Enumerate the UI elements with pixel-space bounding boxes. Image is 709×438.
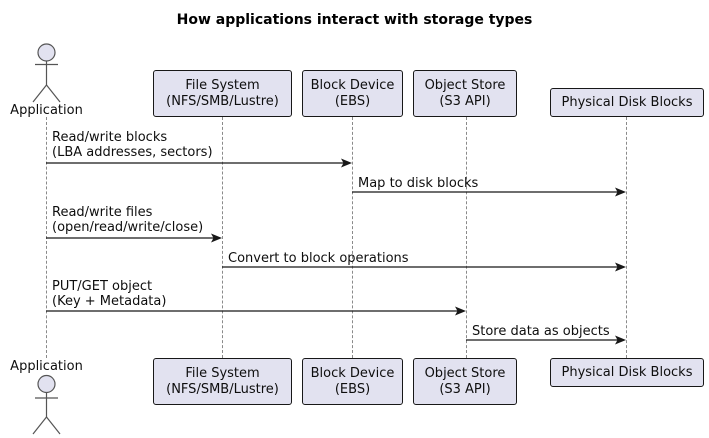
participant-sublabel: (S3 API) [439,381,491,397]
participant-label: File System [185,365,260,381]
message-label-2: Map to disk blocks [358,176,478,191]
actor-label-top: Application [10,103,83,118]
participant-sublabel: (NFS/SMB/Lustre) [166,381,279,397]
message-text: Read/write blocks [52,130,168,145]
message-text: Read/write files [52,205,153,220]
participant-box-file-system-top: File System (NFS/SMB/Lustre) [153,70,292,117]
participant-label: Block Device [310,77,395,93]
lifeline-file-system [222,117,223,358]
participant-label: Physical Disk Blocks [561,94,693,110]
message-label-1: Read/write blocks (LBA addresses, sector… [52,130,213,160]
participant-box-object-store-bottom: Object Store (S3 API) [413,358,517,405]
participant-label: Object Store [424,365,506,381]
participant-sublabel: (EBS) [334,381,371,397]
actor-figure-top [32,43,61,103]
participant-box-physical-disk-bottom: Physical Disk Blocks [550,358,704,387]
participant-box-file-system-bottom: File System (NFS/SMB/Lustre) [153,358,292,405]
participant-sublabel: (S3 API) [439,93,491,109]
lifeline-physical-disk [626,117,627,358]
message-text: Map to disk blocks [358,176,479,191]
message-text: Store data as objects [472,324,610,339]
participant-sublabel: (EBS) [334,93,371,109]
lifeline-object-store [466,117,467,358]
message-text: PUT/GET object [52,279,153,294]
lifeline-block-device [352,117,353,358]
actor-figure-bottom [32,374,61,435]
participant-box-physical-disk-top: Physical Disk Blocks [550,88,704,117]
message-label-3: Read/write files (open/read/write/close) [52,205,203,235]
diagram-title: How applications interact with storage t… [176,12,533,28]
participant-box-block-device-bottom: Block Device (EBS) [302,358,403,405]
message-label-6: Store data as objects [472,324,610,339]
participant-label: Physical Disk Blocks [561,364,693,380]
lifeline-application [46,117,47,358]
message-label-4: Convert to block operations [228,251,409,266]
participant-box-block-device-top: Block Device (EBS) [302,70,403,117]
participant-box-object-store-top: Object Store (S3 API) [413,70,517,117]
participant-label: Block Device [310,365,395,381]
participant-label: File System [185,77,260,93]
message-text: Convert to block operations [228,251,409,266]
message-text: (open/read/write/close) [52,220,204,235]
message-text: (LBA addresses, sectors) [52,145,213,160]
participant-sublabel: (NFS/SMB/Lustre) [166,93,279,109]
actor-label-bottom: Application [10,359,83,374]
message-text: (Key + Metadata) [52,294,167,309]
message-label-5: PUT/GET object (Key + Metadata) [52,279,166,309]
participant-label: Object Store [424,77,506,93]
